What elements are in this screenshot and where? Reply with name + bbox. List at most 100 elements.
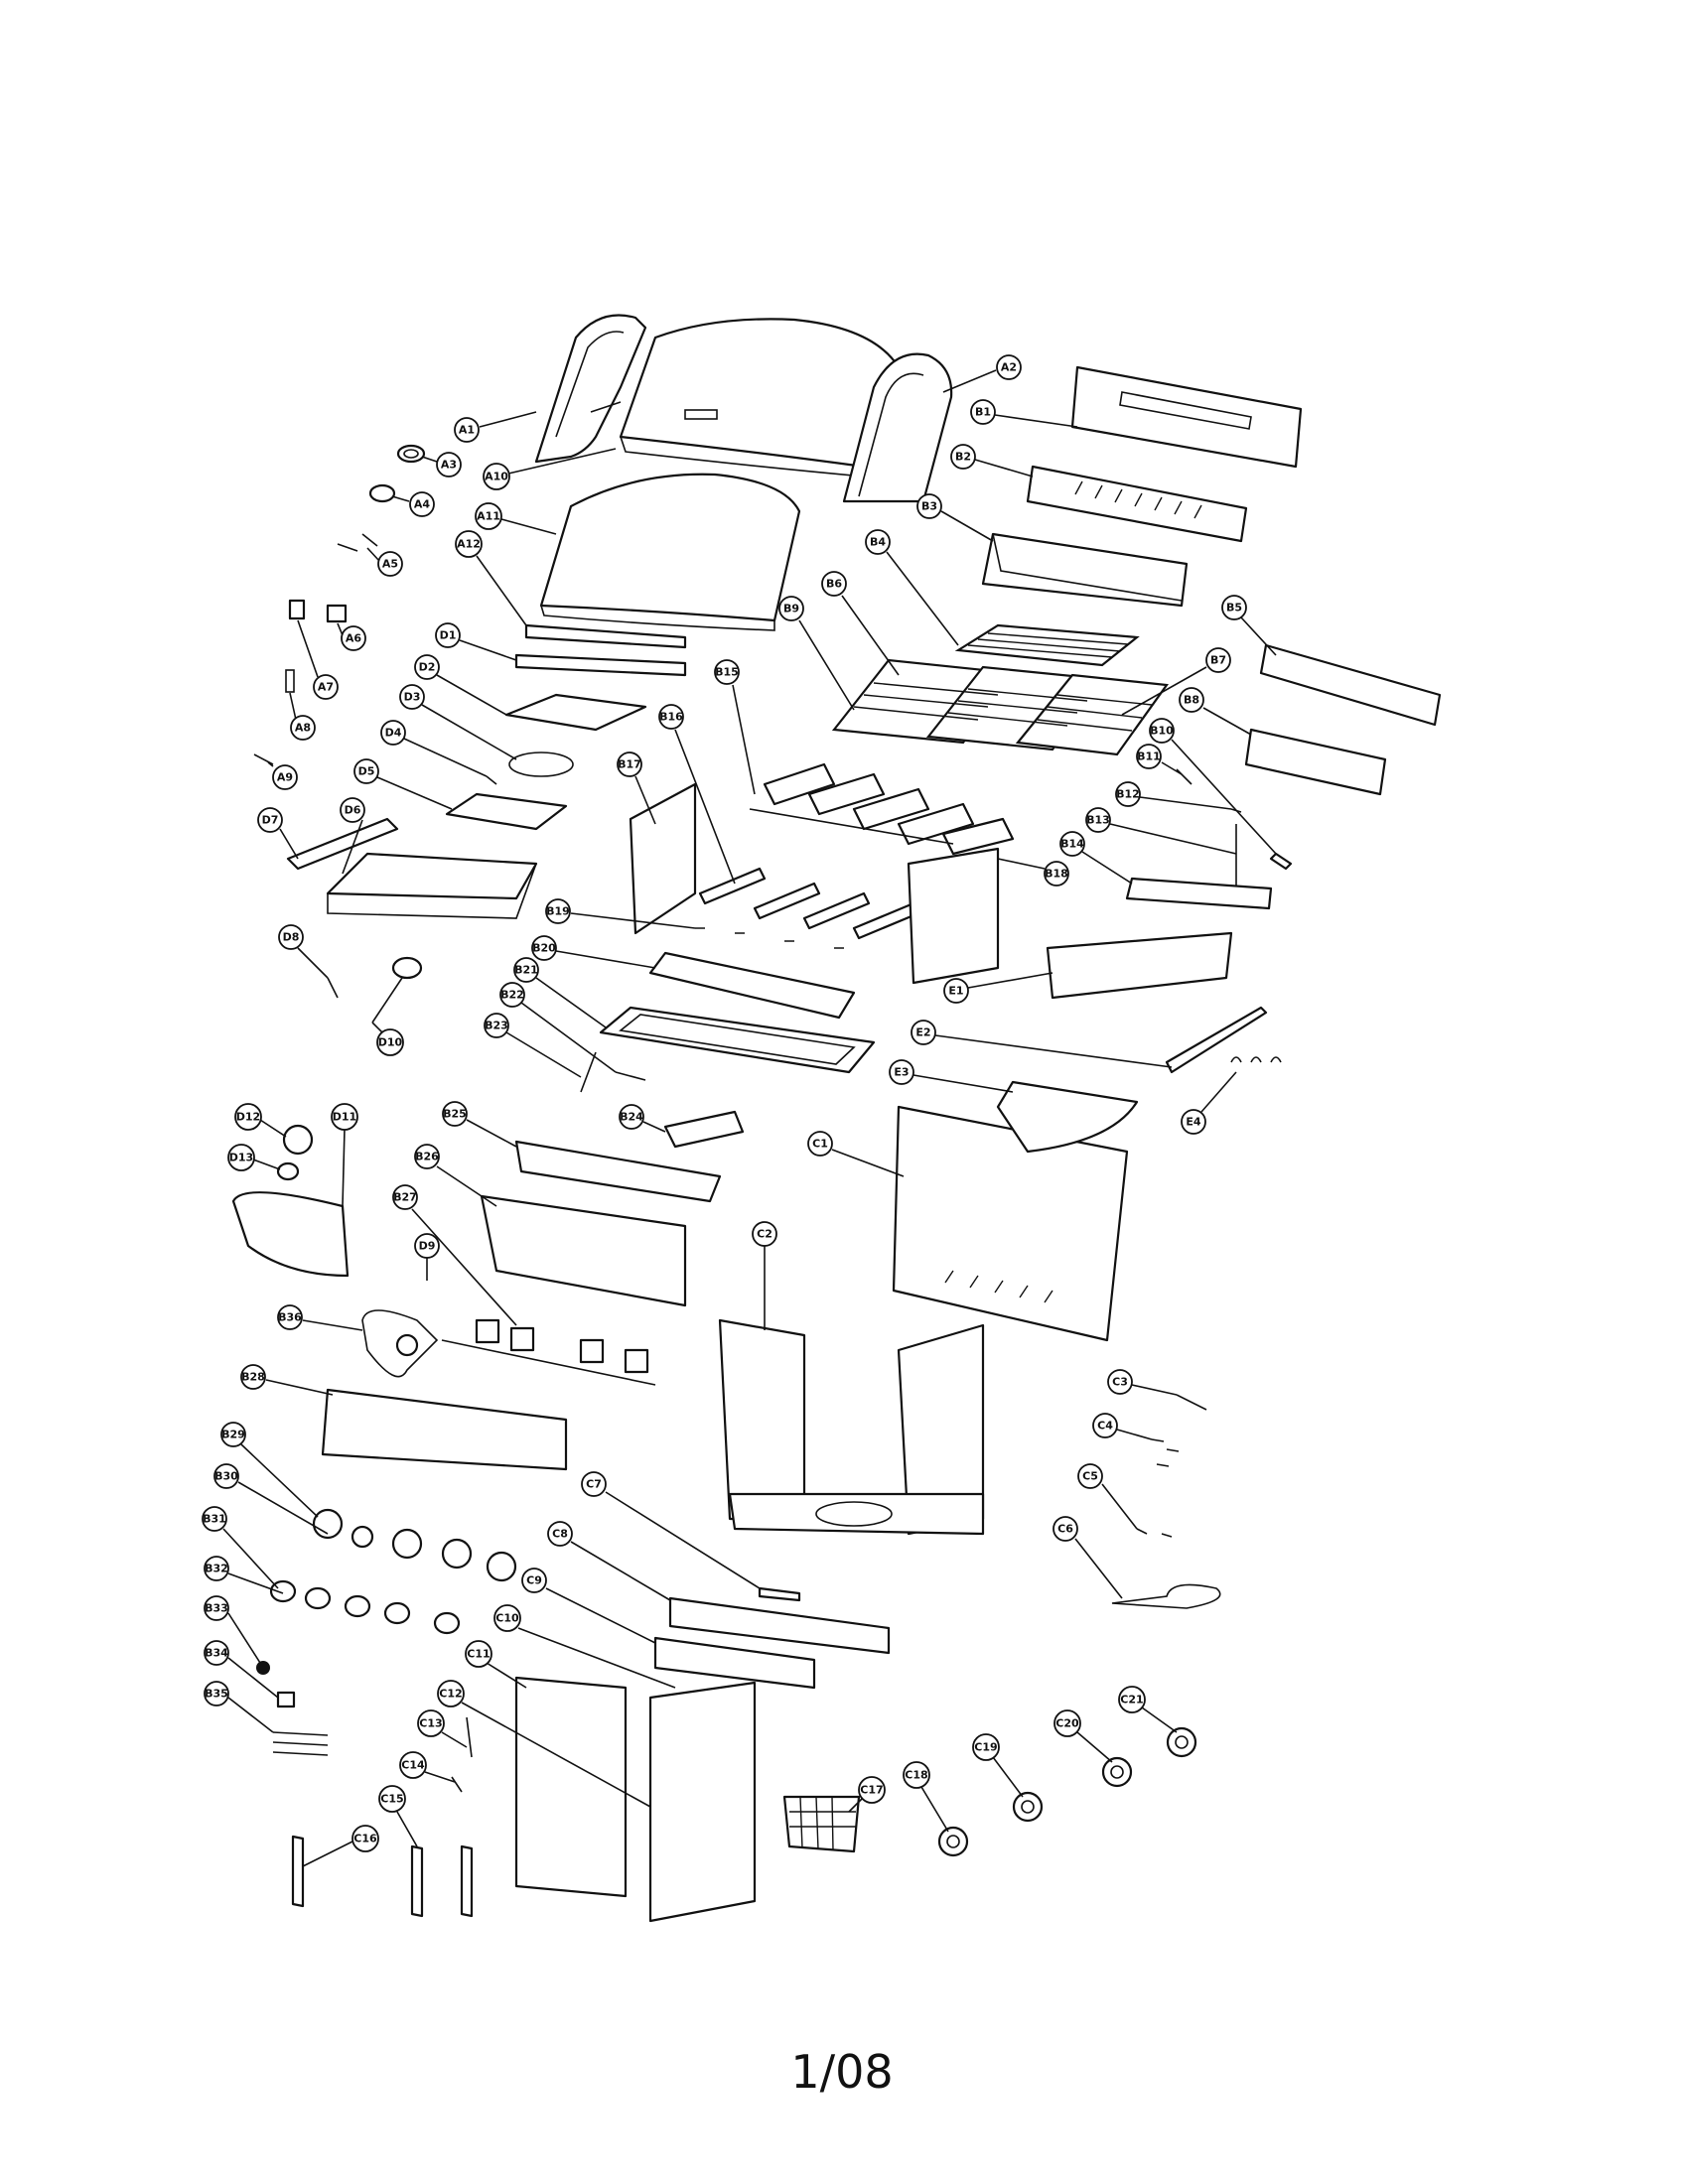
svg-text:D12: D12 [236, 1111, 260, 1124]
svg-text:A10: A10 [485, 471, 508, 483]
svg-text:B9: B9 [783, 603, 799, 615]
svg-text:A11: A11 [477, 510, 500, 523]
svg-text:C17: C17 [860, 1784, 883, 1797]
callout-c7: C7 [581, 1471, 607, 1497]
callout-a5: A5 [377, 551, 403, 577]
svg-text:C10: C10 [495, 1612, 519, 1625]
svg-text:B13: B13 [1086, 814, 1110, 827]
part-b21-grease-tray [599, 1006, 876, 1074]
callout-d9: D9 [414, 1233, 440, 1259]
svg-text:E2: E2 [915, 1026, 930, 1039]
callout-c20: C20 [1053, 1709, 1081, 1737]
svg-text:A2: A2 [1001, 361, 1017, 374]
svg-text:B29: B29 [221, 1429, 245, 1441]
svg-text:A9: A9 [277, 771, 293, 784]
callout-b15: B15 [714, 659, 740, 685]
part-b29-b30-control-knobs [312, 1508, 517, 1582]
svg-text:C21: C21 [1120, 1694, 1143, 1706]
svg-text:C6: C6 [1057, 1523, 1073, 1536]
callout-d5: D5 [353, 758, 379, 784]
svg-text:D11: D11 [333, 1111, 356, 1124]
svg-text:B5: B5 [1226, 602, 1242, 614]
callout-b35: B35 [204, 1681, 229, 1706]
part-b2-heat-shield [1026, 465, 1248, 543]
svg-text:C16: C16 [353, 1833, 377, 1845]
part-b20-heat-tent [648, 951, 856, 1020]
part-d3-side-burner-grate [508, 751, 574, 777]
part-d1-side-burner-bar [514, 653, 687, 677]
callout-a1: A1 [454, 417, 480, 443]
svg-text:A3: A3 [441, 459, 457, 472]
callout-b33: B33 [204, 1595, 229, 1621]
svg-text:B2: B2 [955, 451, 971, 464]
callout-c17: C17 [858, 1776, 886, 1804]
callout-c6: C6 [1052, 1516, 1078, 1542]
part-d11-side-shelf-fascia [231, 1191, 350, 1278]
callout-a11: A11 [475, 502, 502, 530]
callout-b24: B24 [619, 1104, 644, 1130]
svg-text:B34: B34 [205, 1647, 228, 1660]
callout-d8: D8 [278, 924, 304, 950]
callout-b32: B32 [204, 1556, 229, 1581]
svg-text:B26: B26 [415, 1151, 439, 1163]
svg-text:B6: B6 [826, 578, 842, 591]
part-d12-d13-side-burner-knob [276, 1124, 314, 1181]
svg-text:B28: B28 [241, 1371, 265, 1384]
callout-b27: B27 [392, 1184, 418, 1210]
svg-text:B12: B12 [1116, 788, 1140, 801]
callout-b21: B21 [513, 957, 539, 983]
part-a4-gauge-bezel [368, 483, 396, 503]
svg-text:B19: B19 [546, 905, 570, 918]
part-c17-storage-basket [782, 1795, 861, 1853]
svg-text:B21: B21 [514, 964, 538, 977]
part-b22-b24-grease-cup [580, 1051, 745, 1149]
part-b3-warming-rack-tray [981, 532, 1189, 608]
callout-b19: B19 [545, 898, 571, 924]
svg-text:B16: B16 [659, 711, 683, 724]
svg-text:C19: C19 [974, 1741, 997, 1754]
callout-b10: B10 [1149, 718, 1175, 744]
callout-c10: C10 [493, 1604, 521, 1632]
part-a3-temperature-gauge [396, 444, 426, 464]
part-b31-b32-knob-bezels [269, 1579, 461, 1635]
svg-text:D6: D6 [345, 804, 361, 817]
callout-b20: B20 [531, 935, 557, 961]
part-a11-inner-lid [539, 473, 801, 631]
part-b15-flame-tamers [749, 762, 1015, 856]
part-a5-screws [337, 533, 378, 552]
callout-c5: C5 [1077, 1463, 1103, 1489]
svg-text:D2: D2 [419, 661, 436, 674]
part-a12-handle [524, 623, 687, 649]
svg-text:B10: B10 [1150, 725, 1174, 738]
callout-b23: B23 [484, 1013, 509, 1038]
part-b26-control-panel-back [480, 1194, 687, 1307]
part-e2-towel-bar [1165, 1006, 1268, 1074]
svg-text:E1: E1 [948, 985, 963, 998]
svg-text:C11: C11 [467, 1648, 490, 1661]
callout-a12: A12 [455, 530, 483, 558]
callout-d1: D1 [435, 622, 461, 648]
callout-a2: A2 [996, 354, 1022, 380]
svg-text:A1: A1 [459, 424, 475, 437]
callout-a7: A7 [313, 674, 339, 700]
svg-text:D13: D13 [229, 1152, 253, 1164]
part-a8-a9-hardware [253, 669, 295, 765]
part-b33-b35-small-hardware [256, 1661, 329, 1756]
part-b27-valve-manifold [441, 1318, 656, 1386]
svg-text:D3: D3 [404, 691, 421, 704]
callout-e3: E3 [889, 1059, 914, 1085]
svg-text:B18: B18 [1045, 868, 1068, 881]
callout-b3: B3 [916, 493, 942, 519]
svg-text:B1: B1 [975, 406, 991, 419]
callout-c16: C16 [351, 1825, 379, 1852]
callout-b36: B36 [277, 1304, 303, 1330]
svg-text:C20: C20 [1055, 1717, 1079, 1730]
svg-text:E4: E4 [1186, 1116, 1201, 1129]
part-b8-heat-plate [1244, 728, 1387, 796]
part-b36-gas-hose-regulator [361, 1309, 439, 1378]
svg-text:B17: B17 [618, 758, 641, 771]
part-c3-c5-cart-hardware [1136, 1394, 1207, 1538]
callout-c15: C15 [378, 1785, 406, 1813]
part-b17-left-firebox-wall [629, 782, 697, 935]
callout-b1: B1 [970, 399, 996, 425]
